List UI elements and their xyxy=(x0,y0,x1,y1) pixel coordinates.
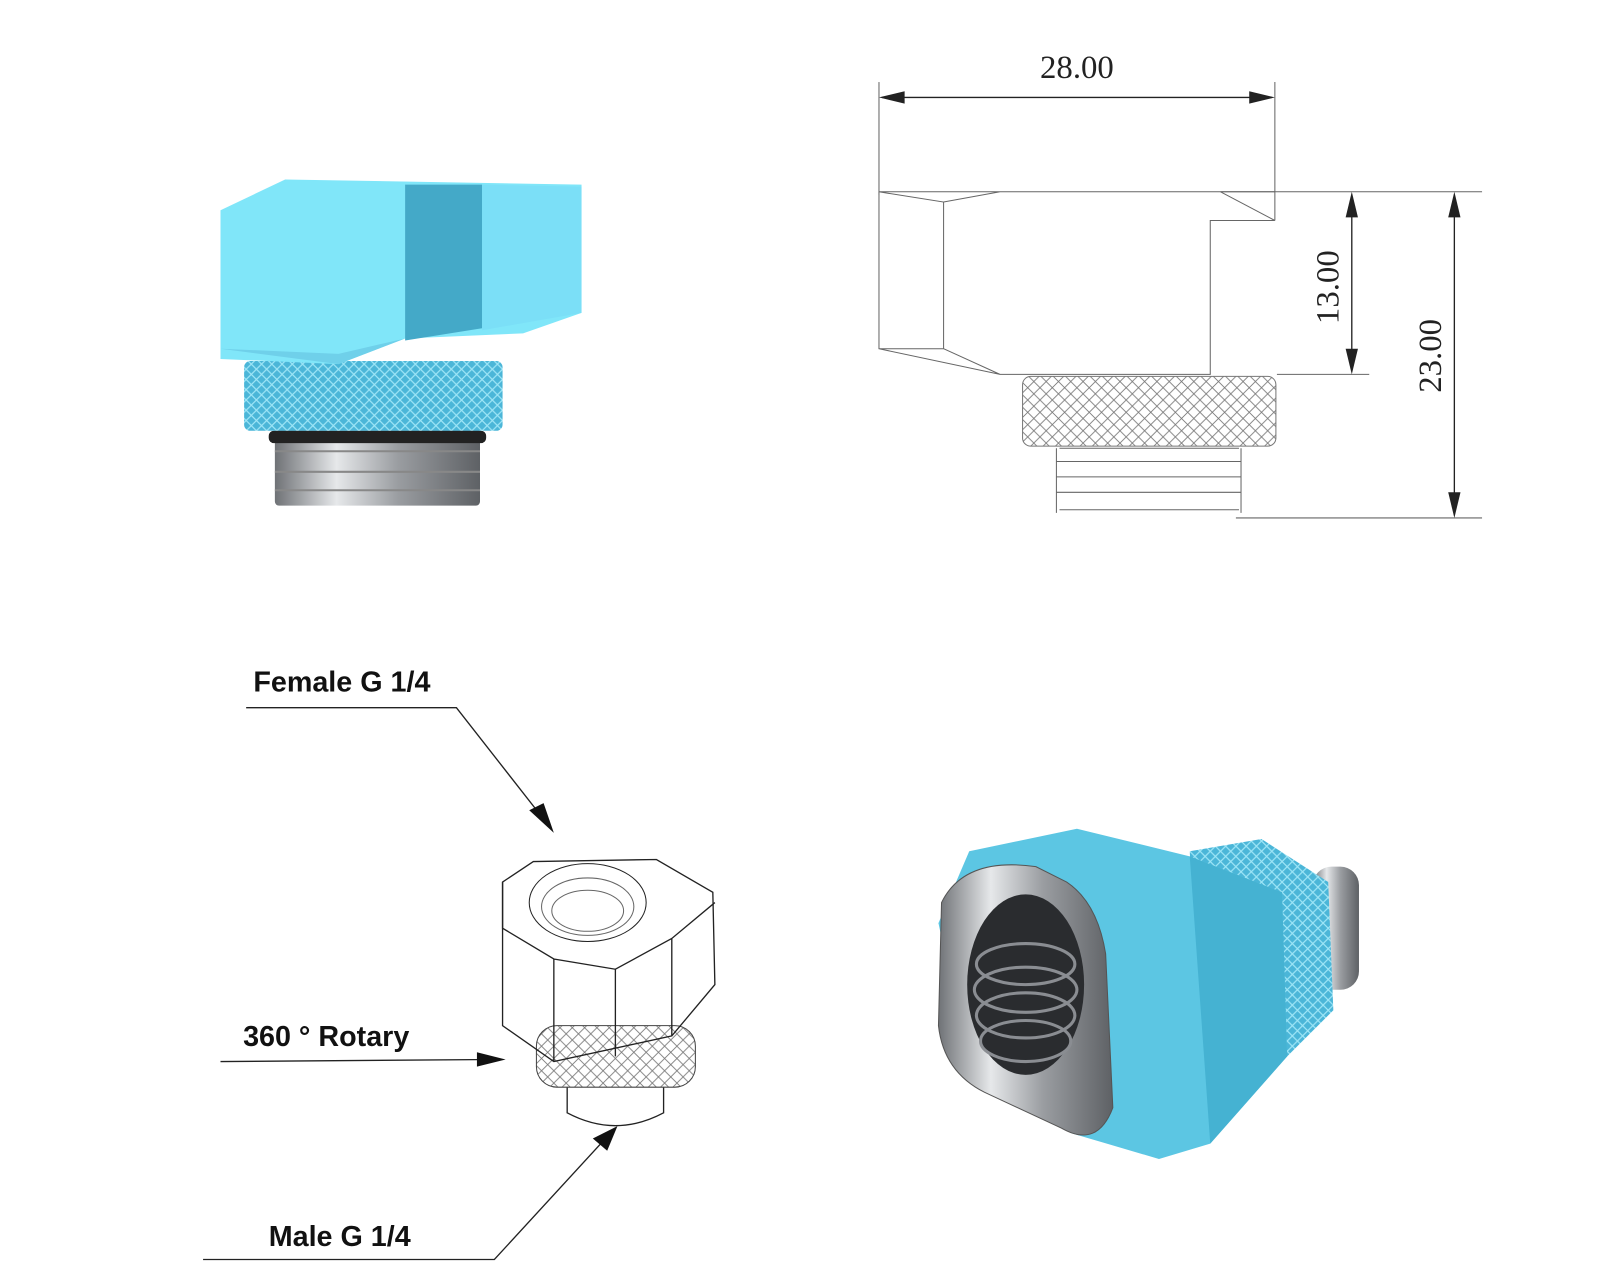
body-height-dimension-label: 13.00 xyxy=(1310,250,1346,324)
width-dimension-label: 28.00 xyxy=(1040,50,1114,86)
isometric-line-drawing: Female G 1/4 360 ° Rotary Male G 1/4 xyxy=(203,666,716,1261)
male-thread-label: Male G 1/4 xyxy=(269,1221,411,1253)
fitting-front-render xyxy=(937,828,1359,1159)
rotary-label: 360 ° Rotary xyxy=(243,1021,409,1053)
fitting-side-render xyxy=(220,179,582,506)
technical-drawing: 28.00 13.00 23.00 xyxy=(878,50,1483,519)
total-height-dimension-label: 23.00 xyxy=(1413,319,1449,393)
female-thread-label: Female G 1/4 xyxy=(253,666,430,698)
